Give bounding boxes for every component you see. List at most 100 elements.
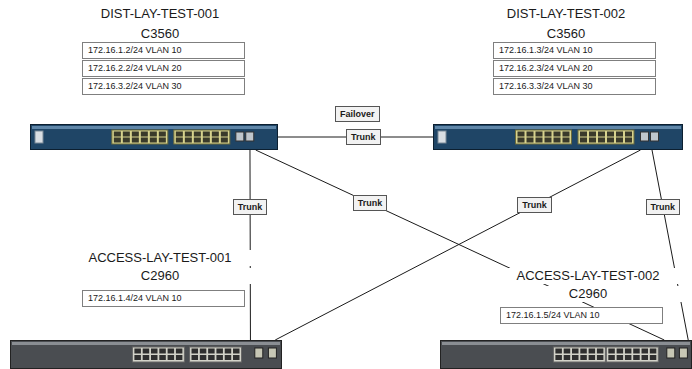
ethernet-port [192, 349, 199, 354]
ip-table-cell: 172.16.1.3/24 VLAN 10 [493, 42, 656, 59]
switch-bevel [32, 126, 276, 129]
ethernet-port [527, 138, 534, 143]
ethernet-port [216, 355, 223, 360]
ethernet-port [132, 132, 139, 137]
ethernet-port [150, 132, 157, 137]
ethernet-port [159, 355, 166, 360]
port-block [516, 130, 572, 144]
ip-table-cell: 172.16.2.2/24 VLAN 20 [82, 60, 245, 77]
device-model: C2960 [50, 268, 270, 284]
port-block [132, 347, 184, 362]
link-label: Trunk [346, 129, 381, 145]
switch-logo [438, 131, 446, 143]
switch-bevel [442, 342, 690, 345]
ethernet-port [642, 355, 649, 360]
ethernet-port [225, 355, 232, 360]
ethernet-port [580, 132, 587, 137]
ethernet-port [633, 349, 640, 354]
ethernet-port [554, 132, 561, 137]
ethernet-port [536, 138, 543, 143]
ethernet-port [616, 132, 623, 137]
ethernet-port [563, 138, 570, 143]
ethernet-port [123, 138, 130, 143]
sfp-port [255, 348, 263, 358]
switch-node: DIST-LAY-TEST-002C3560172.16.1.3/24 VLAN… [433, 124, 683, 150]
ethernet-port [589, 355, 596, 360]
distribution-switch [433, 124, 683, 150]
ethernet-port [564, 349, 571, 354]
ethernet-port [151, 349, 158, 354]
device-model: C2960 [478, 286, 692, 302]
ethernet-port [589, 132, 596, 137]
ethernet-port [563, 132, 570, 137]
ethernet-port [608, 355, 615, 360]
ethernet-port [185, 138, 192, 143]
switch-body [11, 341, 282, 369]
ethernet-port [625, 132, 632, 137]
sfp-port [236, 132, 244, 141]
ethernet-port [134, 355, 141, 360]
ethernet-port [212, 138, 219, 143]
switch-node: ACCESS-LAY-TEST-002C2960172.16.1.5/24 VL… [440, 340, 692, 369]
ethernet-port [151, 355, 158, 360]
port-block [578, 130, 634, 144]
ethernet-port [598, 138, 605, 143]
sfp-port [268, 348, 276, 358]
access-switch [10, 340, 282, 369]
ethernet-port [650, 355, 657, 360]
sfp-port [246, 132, 254, 141]
ethernet-port [185, 132, 192, 137]
switch-body [434, 125, 683, 150]
switch-bevel [435, 126, 681, 129]
ethernet-port [143, 349, 150, 354]
ethernet-port [633, 355, 640, 360]
ethernet-port [159, 349, 166, 354]
ethernet-port [143, 355, 150, 360]
port-block [553, 347, 605, 362]
switch-node: ACCESS-LAY-TEST-001C2960172.16.1.4/24 VL… [10, 340, 282, 369]
ethernet-port [194, 138, 201, 143]
sfp-port [667, 348, 675, 358]
ip-table-cell: 172.16.2.3/24 VLAN 20 [493, 60, 656, 77]
ethernet-port [194, 132, 201, 137]
ethernet-port [168, 349, 175, 354]
ethernet-port [536, 132, 543, 137]
distribution-switch [30, 124, 278, 150]
port-block [606, 347, 658, 362]
sfp-port [651, 132, 659, 141]
ethernet-port [233, 355, 240, 360]
ethernet-port [150, 138, 157, 143]
ethernet-port [625, 138, 632, 143]
ethernet-port [617, 355, 624, 360]
ethernet-port [518, 138, 525, 143]
ethernet-port [200, 349, 207, 354]
ethernet-port [554, 138, 561, 143]
ip-table-cell: 172.16.1.5/24 VLAN 10 [500, 307, 663, 324]
ethernet-port [203, 138, 210, 143]
ethernet-port [200, 355, 207, 360]
ethernet-port [168, 355, 175, 360]
sfp-port [641, 132, 649, 141]
trunk-link [249, 150, 250, 340]
ethernet-port [216, 349, 223, 354]
device-name: ACCESS-LAY-TEST-002 [478, 268, 692, 284]
ethernet-port [555, 349, 562, 354]
ip-table-cell: 172.16.1.4/24 VLAN 10 [82, 290, 245, 307]
ethernet-port [589, 349, 596, 354]
ethernet-port [221, 132, 228, 137]
trunk-link [256, 150, 665, 340]
link-label: Trunk [517, 197, 552, 213]
ethernet-port [114, 138, 121, 143]
ethernet-port [114, 132, 121, 137]
switch-logo [35, 131, 43, 143]
ethernet-port [225, 349, 232, 354]
ethernet-port [545, 138, 552, 143]
ethernet-port [598, 132, 605, 137]
ethernet-port [141, 138, 148, 143]
ethernet-port [580, 138, 587, 143]
ethernet-port [617, 349, 624, 354]
switch-node: DIST-LAY-TEST-001C3560172.16.1.2/24 VLAN… [30, 124, 278, 150]
ethernet-port [212, 132, 219, 137]
ethernet-port [527, 132, 534, 137]
ethernet-port [597, 355, 604, 360]
